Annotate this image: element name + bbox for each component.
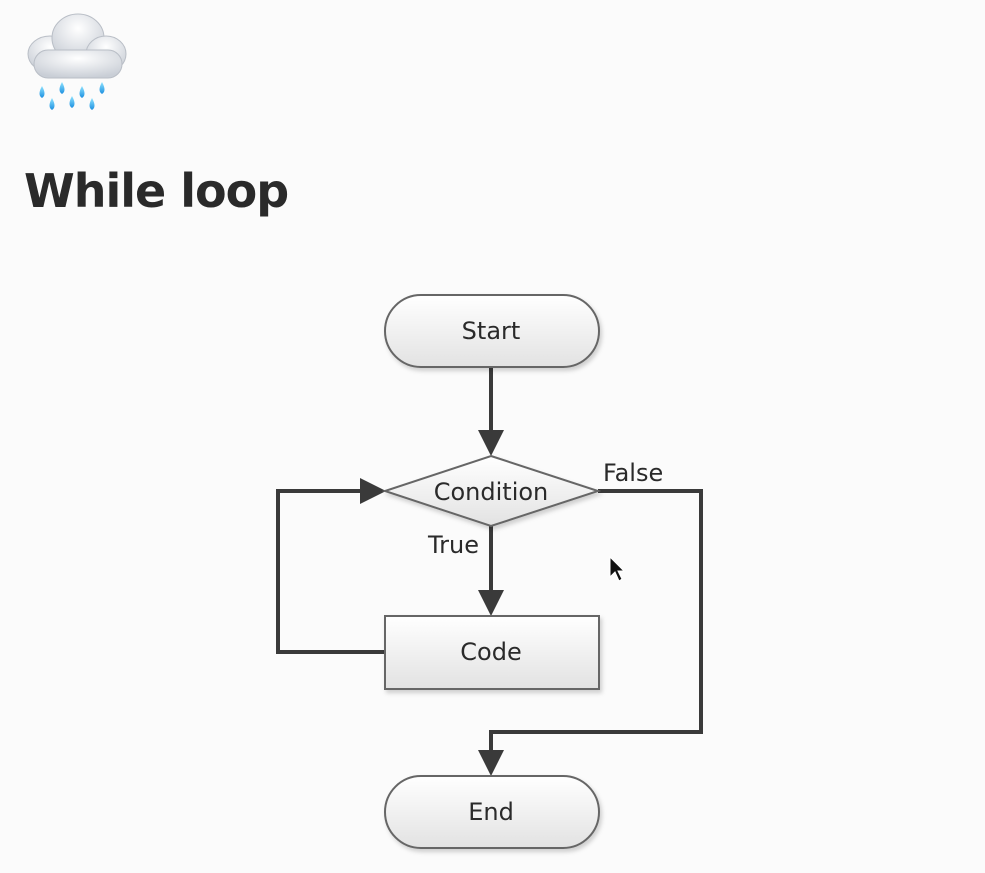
start-node: Start (384, 294, 600, 368)
rain-cloud-icon (27, 13, 127, 110)
edge-code-loop-back (276, 478, 386, 654)
edge-condition-to-end (478, 489, 703, 776)
page-title: While loop (24, 164, 289, 218)
condition-node: Condition (381, 454, 602, 528)
end-node: End (384, 775, 600, 849)
condition-label: Condition (434, 478, 549, 506)
start-label: Start (462, 317, 521, 345)
code-label: Code (460, 638, 521, 666)
edge-start-to-condition (478, 367, 504, 456)
code-node: Code (384, 615, 600, 690)
false-edge-label: False (603, 459, 663, 487)
mouse-cursor-icon (609, 555, 626, 582)
edge-condition-to-code (478, 526, 504, 616)
end-label: End (468, 798, 514, 826)
true-edge-label: True (427, 531, 479, 559)
